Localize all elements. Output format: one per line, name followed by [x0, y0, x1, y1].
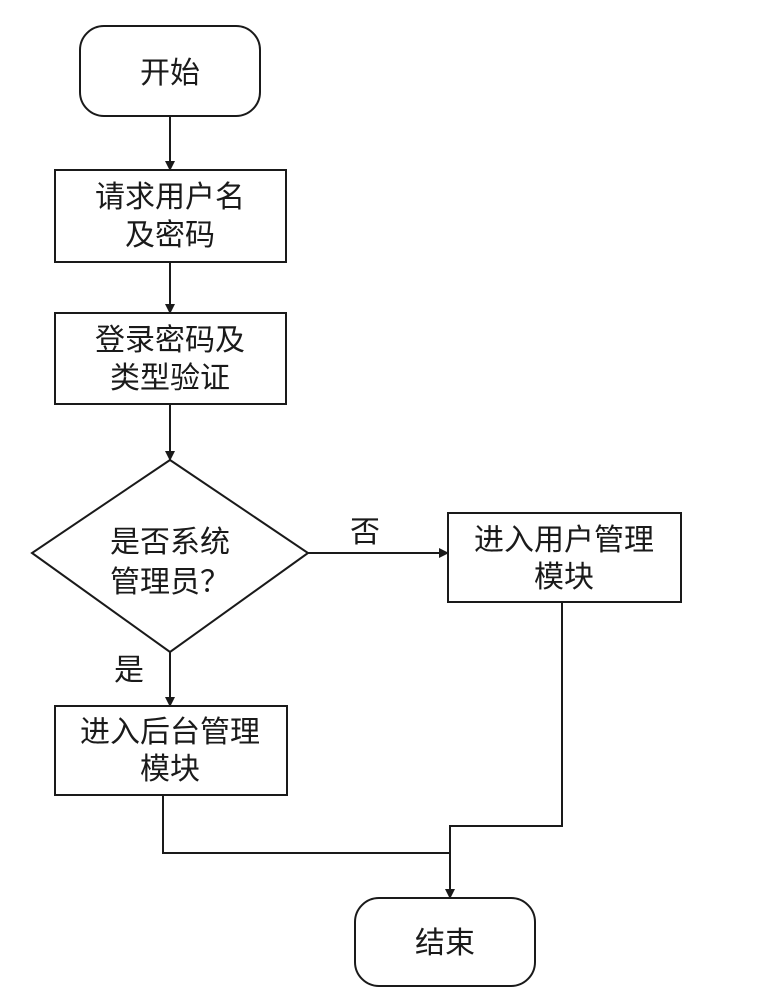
node-request: 请求用户名 及密码 [54, 169, 287, 263]
node-user-module-line-1: 进入用户管理 [474, 523, 654, 558]
node-user-module-line-2: 模块 [534, 560, 594, 595]
edge-label-no: 否 [350, 515, 380, 550]
node-start-label: 开始 [140, 56, 200, 91]
process-shape [54, 169, 287, 263]
edges [162, 116, 563, 899]
decision-shape [30, 458, 310, 654]
node-decision-line-2: 管理员？ [110, 565, 230, 600]
node-admin-module-line-1: 进入后台管理 [80, 715, 260, 750]
node-verify-line-2: 类型验证 [110, 361, 230, 396]
node-verify-line-1: 登录密码及 [95, 323, 245, 358]
edge-label-yes: 是 [114, 653, 144, 688]
edge-admin-module-to-end [162, 795, 455, 899]
terminator-shape [79, 25, 261, 117]
node-admin-module-line-2: 模块 [140, 752, 200, 787]
node-start: 开始 [79, 25, 261, 117]
node-verify: 登录密码及 类型验证 [54, 312, 287, 405]
process-shape [447, 512, 682, 603]
process-shape [54, 705, 288, 796]
node-end-label: 结束 [415, 926, 475, 961]
terminator-shape [354, 897, 536, 987]
node-request-line-2: 及密码 [125, 218, 215, 253]
node-decision-line-1: 是否系统 [110, 525, 230, 560]
node-request-line-1: 请求用户名 [95, 180, 245, 215]
node-admin-module: 进入后台管理 模块 [54, 705, 288, 796]
node-end: 结束 [354, 897, 536, 987]
node-decision: 是否系统 管理员？ [30, 458, 310, 654]
node-user-module: 进入用户管理 模块 [447, 512, 682, 603]
process-shape [54, 312, 287, 405]
edge-user-module-to-end [449, 602, 563, 853]
